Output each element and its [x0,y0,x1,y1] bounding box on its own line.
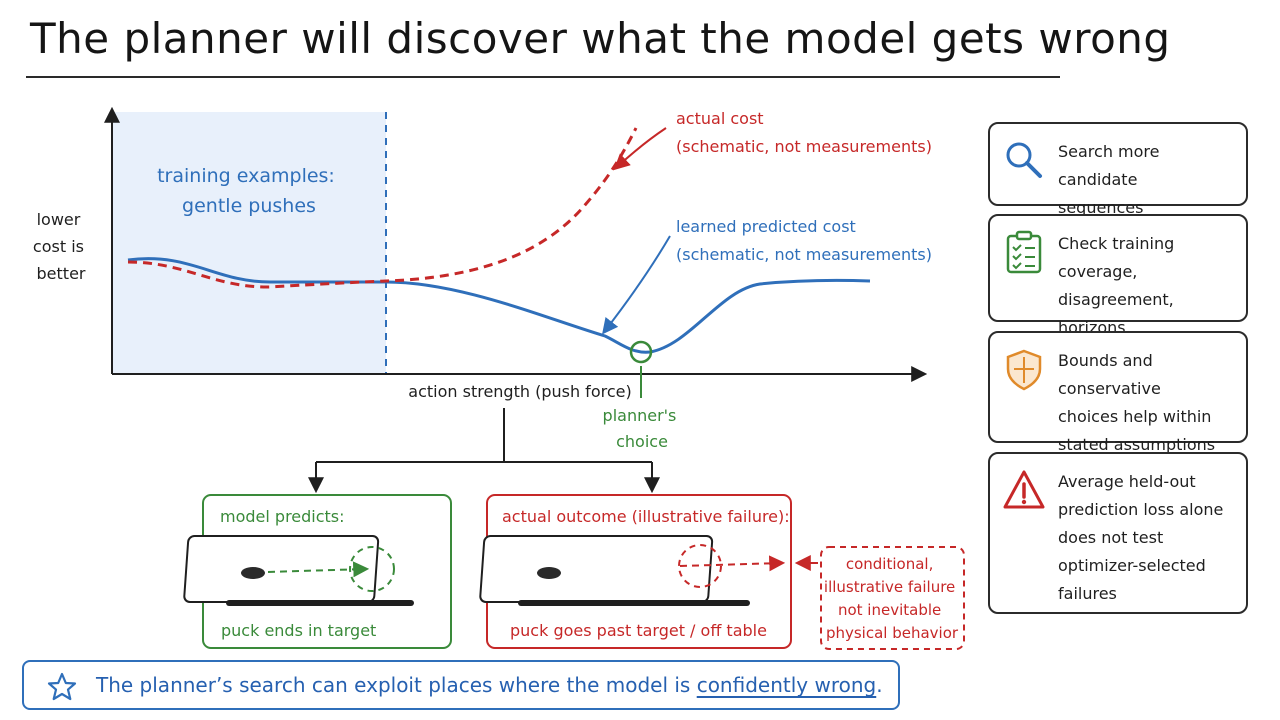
side-card-text: Average held-out prediction loss alone d… [1058,472,1224,603]
planner-choice-label: planner's choice [603,406,682,451]
side-card-text: Bounds and conservative choices help wit… [1058,351,1216,454]
actual-trajectory-arrow [679,555,786,572]
predicted-trajectory-arrow [267,561,370,578]
model-predicts-caption: puck ends in target [221,621,376,640]
side-card-check: Check training coverage, disagreement, h… [988,214,1248,365]
predicted-cost-label: learned predicted cost (schematic, not m… [676,217,932,264]
title-underline [26,76,1060,78]
target-circle [349,546,395,592]
planner-choice-marker [629,340,653,364]
model-predicts-heading: model predicts: [220,507,345,526]
target-circle [678,544,722,588]
summary-emphasis: confidently wrong [696,673,877,697]
clipboard-checklist-icon [1006,230,1042,274]
training-region-label: training examples: gentle pushes [157,165,341,217]
table-edge [518,600,750,606]
side-card-bounds: Bounds and conservative choices help wit… [988,331,1248,454]
magnifier-icon [1006,142,1042,178]
star-icon [47,672,77,701]
puck-icon [537,567,561,579]
y-axis-label: lower cost is better [33,210,89,283]
summary-text: The planner’s search can exploit places … [96,673,883,697]
page-title: The planner will discover what the model… [30,14,1171,63]
svg-text:conditional, illustrativ: conditional, illustrative failure not in… [824,555,960,642]
actual-cost-arrow [613,127,667,171]
predicted-cost-arrow [602,235,671,335]
conditional-note: conditional, illustrative failure not in… [820,546,965,650]
summary-period: . [876,673,883,697]
actual-outcome-caption: puck goes past target / off table [510,621,767,640]
branch-connector [316,408,652,463]
puck-icon [241,567,265,579]
side-card-text: Search more candidate sequences [1058,142,1160,217]
actual-cost-label: actual cost (schematic, not measurements… [676,109,932,156]
summary-text-main: The planner’s search can exploit places … [96,673,697,697]
actual-outcome-box: actual outcome (illustrative failure): p… [479,494,792,649]
summary-banner: The planner’s search can exploit places … [22,660,900,710]
x-axis-label: action strength (push force) [408,382,631,401]
side-card-average-loss: Average held-out prediction loss alone d… [988,452,1248,614]
warning-triangle-icon [1003,470,1045,509]
actual-outcome-heading: actual outcome (illustrative failure): [502,507,790,526]
table-edge [226,600,414,606]
actual-cost-curve [127,127,638,289]
training-region [113,112,386,373]
model-predicts-box: model predicts: puck ends in target [183,494,452,649]
shield-icon [1006,349,1042,391]
side-card-search: Search more candidate sequences [988,122,1248,217]
predicted-cost-curve [127,257,871,354]
table-surface [479,535,714,603]
